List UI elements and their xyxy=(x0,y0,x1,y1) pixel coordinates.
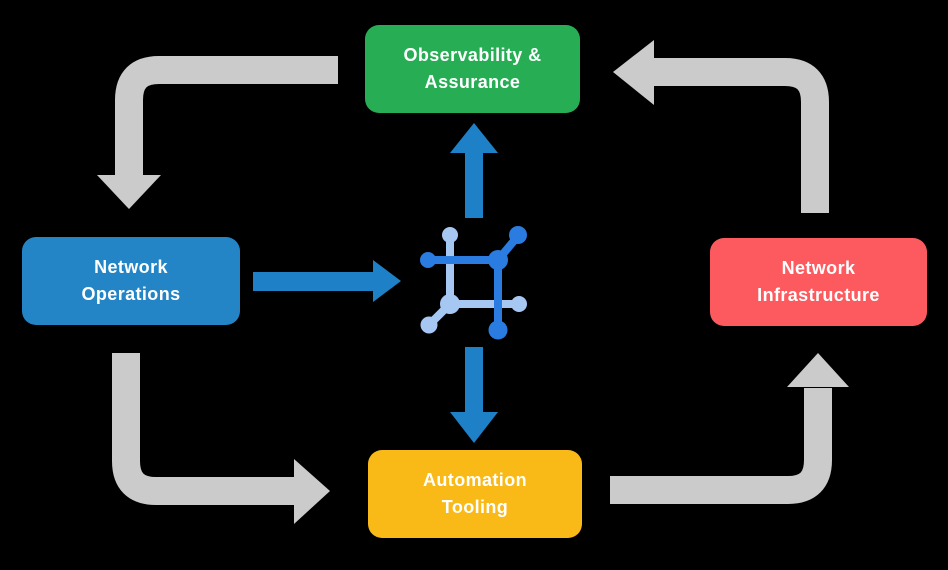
node-label-line: Network xyxy=(781,258,856,278)
blue-arrow-center-to-observability xyxy=(450,123,498,218)
network-fabric-icon-light-layer xyxy=(420,227,527,334)
icon-left-node xyxy=(420,252,436,268)
gray-arrow-operations-to-automation-head xyxy=(294,459,330,524)
node-label-line: Assurance xyxy=(424,72,521,92)
blue-arrow-operations-to-center xyxy=(253,260,401,302)
gray-arrow-observability-to-operations-head xyxy=(97,175,161,209)
icon-bottom-left-node xyxy=(420,316,438,334)
node-label-line: Operations xyxy=(81,284,181,304)
node-network-operations: Network Operations xyxy=(22,237,240,325)
network-fabric-icon-dark-layer xyxy=(420,226,527,340)
icon-top-right-junction-node xyxy=(488,250,508,270)
icon-bottom-node xyxy=(488,320,508,340)
node-observability-assurance: Observability & Assurance xyxy=(365,25,580,113)
node-label-line: Tooling xyxy=(441,497,509,517)
gray-arrow-infrastructure-to-observability-shaft xyxy=(654,58,829,213)
icon-top-right-node xyxy=(509,226,527,244)
icon-top-node xyxy=(442,227,458,243)
node-label-line: Network xyxy=(94,257,168,277)
node-label-line: Observability & xyxy=(403,45,542,65)
node-automation-tooling: Automation Tooling xyxy=(368,450,582,538)
gray-arrow-automation-to-infrastructure-head xyxy=(787,353,849,387)
gray-arrow-observability-to-operations-shaft xyxy=(115,56,338,176)
blue-arrow-center-to-automation xyxy=(450,347,498,443)
icon-bottom-left-junction-node xyxy=(440,294,460,314)
network-fabric-icon xyxy=(420,226,527,340)
node-label-line: Automation xyxy=(423,470,527,490)
gray-arrow-automation-to-infrastructure-shaft xyxy=(610,388,832,504)
gray-arrow-infrastructure-to-observability-head xyxy=(613,40,654,105)
node-network-infrastructure: Network Infrastructure xyxy=(710,238,927,326)
icon-right-node xyxy=(511,296,527,312)
node-label-line: Infrastructure xyxy=(757,285,880,305)
gray-arrow-operations-to-automation-shaft xyxy=(112,353,295,505)
